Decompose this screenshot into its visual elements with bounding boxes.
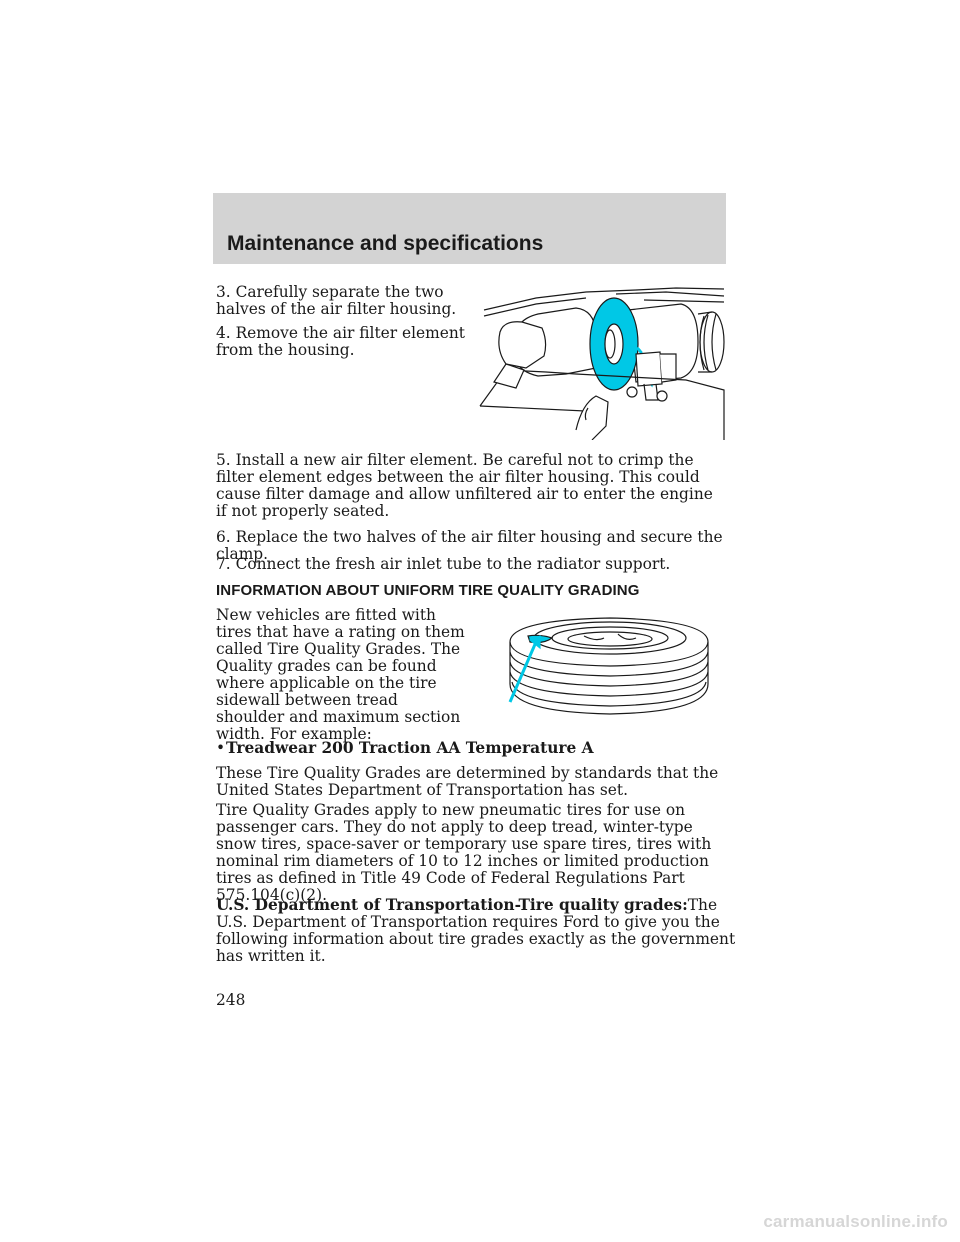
step-7-text: 7. Connect the fresh air inlet tube to t… (216, 555, 671, 573)
air-filter-housing-illustration (479, 287, 725, 440)
bullet-symbol: • (216, 739, 226, 757)
tire-grades-standards-text: These Tire Quality Grades are determined… (216, 764, 719, 799)
step-3-text: 3. Carefully separate the two halves of … (216, 283, 457, 318)
step-4-text: 4. Remove the air filter element from th… (216, 324, 465, 359)
tire-grade-example: Treadwear 200 Traction AA Temperature A (226, 739, 594, 757)
section-title: Maintenance and specifications (227, 232, 544, 255)
step-6-text: 6. Replace the two halves of the air fil… (216, 528, 723, 563)
dot-tire-grades-text: The U.S. Department of Transportation re… (216, 896, 736, 965)
step-5-text: 5. Install a new air filter element. Be … (216, 451, 713, 520)
watermark: carmanualsonline.info (763, 1212, 948, 1231)
tire-sidewall-illustration (508, 617, 709, 715)
dot-tire-grades-label: U.S. Department of Transportation-Tire q… (216, 896, 688, 914)
tire-grading-heading: INFORMATION ABOUT UNIFORM TIRE QUALITY G… (216, 582, 640, 599)
section-header-band: Maintenance and specifications (213, 193, 726, 264)
dot-tire-grades-paragraph: U.S. Department of Transportation-Tire q… (216, 897, 736, 965)
tire-grades-scope-text: Tire Quality Grades apply to new pneumat… (216, 801, 712, 904)
page-number: 248 (216, 991, 246, 1009)
tire-grading-intro: New vehicles are fitted with tires that … (216, 606, 465, 743)
tire-grade-example-bullet: •Treadwear 200 Traction AA Temperature A (216, 740, 594, 757)
